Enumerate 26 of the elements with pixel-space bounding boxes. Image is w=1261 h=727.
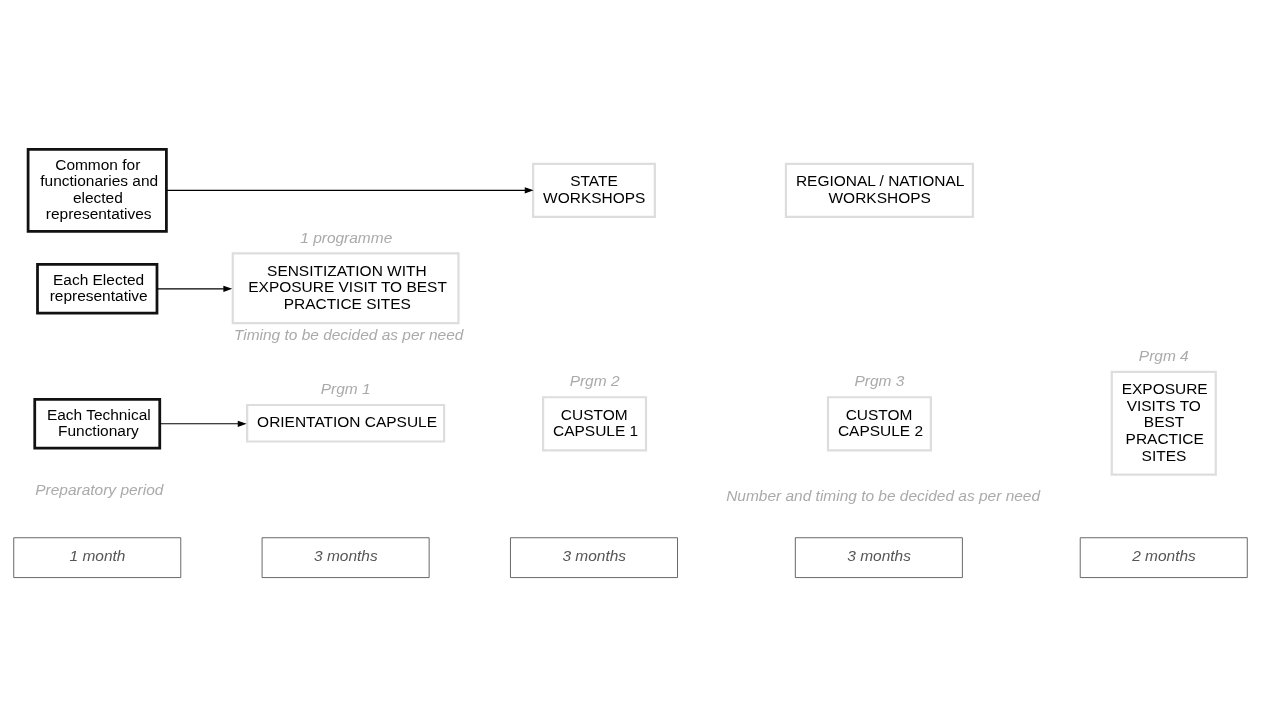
node-box: Each Technical Functionary bbox=[33, 398, 162, 450]
node-label: Prgm 3 bbox=[854, 372, 905, 390]
node-box: CUSTOM CAPSULE 1 bbox=[542, 396, 648, 452]
node-box: CUSTOM CAPSULE 2 bbox=[826, 396, 932, 452]
node-box: Common for functionaries and elected representatives bbox=[26, 148, 168, 233]
node-box: REGIONAL / NATIONAL WORKSHOPS bbox=[784, 162, 974, 218]
node-label: 1 programme bbox=[300, 228, 393, 246]
node-label: Timing to be decided as per need bbox=[233, 325, 464, 343]
label: 3 months bbox=[562, 546, 627, 564]
node-box: Each Elected representative bbox=[36, 263, 159, 315]
label: 1 month bbox=[69, 546, 126, 564]
label: 2 months bbox=[1132, 546, 1196, 564]
node-box: STATE WORKSHOPS bbox=[532, 162, 656, 218]
node-label: Prgm 4 bbox=[1138, 346, 1189, 364]
node-label: Prgm 1 bbox=[320, 380, 371, 398]
node-box: ORIENTATION CAPSULE bbox=[246, 403, 446, 443]
label: 3 months bbox=[847, 546, 911, 564]
node-box: SENSITIZATION WITH EXPOSURE VISIT TO BEST PRACTICE SITES bbox=[231, 252, 460, 325]
label: Number and timing to be decided as per need bbox=[726, 486, 1041, 504]
node-label: Prgm 2 bbox=[569, 372, 620, 390]
arrow bbox=[159, 420, 247, 427]
label: 3 months bbox=[314, 546, 378, 564]
label: Preparatory period bbox=[35, 481, 164, 499]
arrow bbox=[166, 187, 534, 194]
arrow bbox=[156, 285, 233, 292]
node-box: EXPOSURE VISITS TO BEST PRACTICE SITES bbox=[1110, 370, 1217, 476]
